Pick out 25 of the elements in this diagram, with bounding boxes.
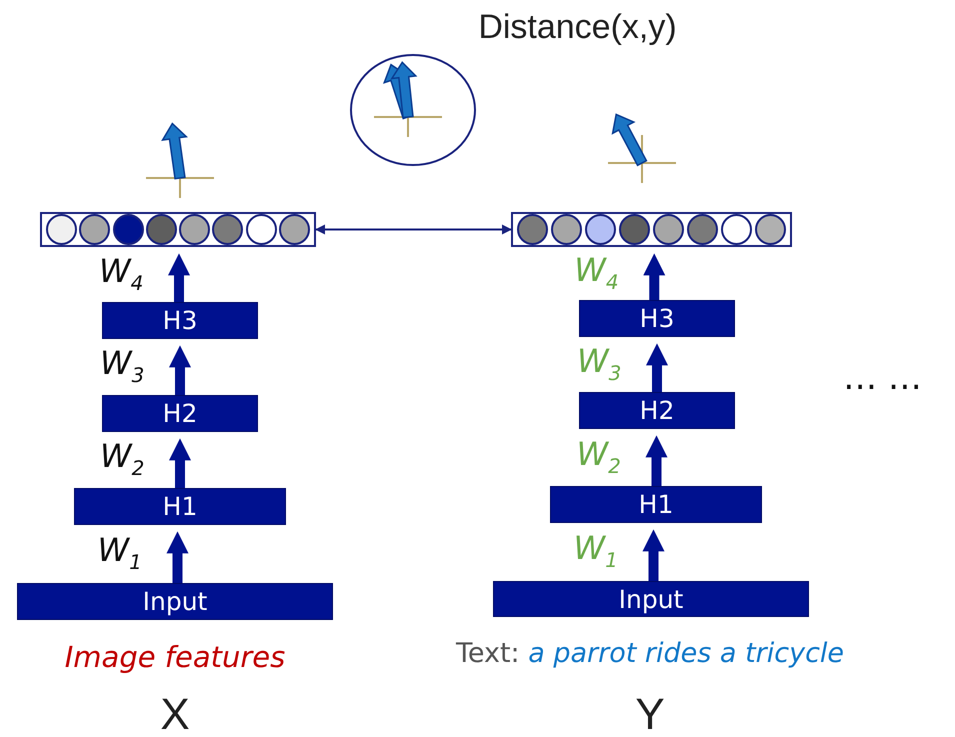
arrow [166,531,188,583]
arrow [646,435,668,486]
layer-box: H3 [102,302,258,339]
input-caption: Text: a parrot rides a tricycle [454,638,846,669]
arrow [646,343,668,392]
layer-box: H2 [102,395,258,432]
diagram-title: Distance(x,y) [477,8,678,47]
ellipsis: … … [842,358,923,398]
arrow [168,253,190,302]
arrow [642,529,664,581]
arrow [315,224,512,234]
variable-label: Y [634,690,666,737]
vector-bar [40,212,316,247]
layer-box: Input [17,583,333,620]
layer-box: H1 [550,486,762,523]
layer-box: H1 [74,488,286,525]
layer-box: H3 [579,300,735,337]
layer-box: H2 [579,392,735,429]
vector-bar [511,212,792,247]
variable-label: X [159,690,191,737]
arrow [169,345,191,395]
arrow [169,438,191,488]
layer-box: Input [493,581,809,617]
arrow [643,253,666,300]
input-caption: Image features [64,640,286,674]
